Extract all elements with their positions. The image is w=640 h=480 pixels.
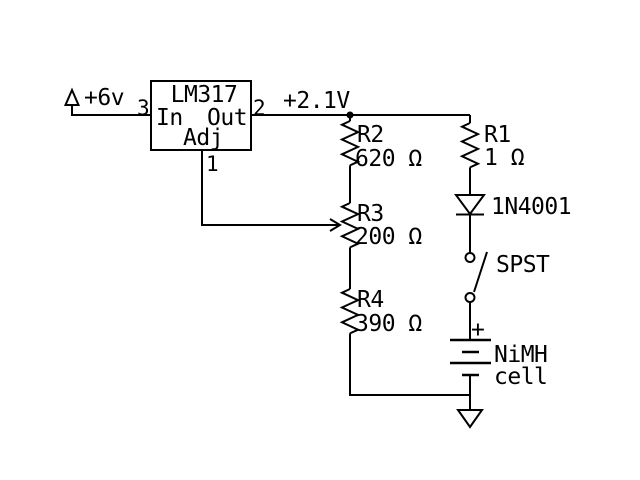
pin-number-2: 2 — [253, 96, 265, 120]
switch-label: SPST — [496, 252, 550, 278]
resistor-r4-symbol — [339, 288, 361, 335]
wire-bottom-rail — [349, 333, 470, 396]
diode-symbol — [454, 194, 486, 216]
resistor-r2-symbol — [339, 120, 361, 167]
divider-branch: R2 620 Ω R3 200 Ω R4 390 Ω — [339, 115, 470, 396]
resistor-r1-value: 1 Ω — [484, 145, 525, 171]
regulator-pin-in-label: In — [156, 105, 183, 131]
resistor-r3-symbol — [339, 202, 361, 249]
load-branch: R1 1 Ω 1N4001 SPST + NiMH cell — [450, 115, 572, 429]
switch-contact-top — [464, 252, 476, 263]
input-voltage-label: +6v — [84, 85, 124, 111]
output-rail: +2.1V — [251, 88, 470, 119]
battery-label-line1: NiMH — [494, 342, 547, 368]
battery-label-line2: cell — [494, 364, 547, 390]
switch-contact-bottom — [464, 292, 476, 303]
resistor-r3-name: R3 — [357, 201, 384, 227]
ground-symbol — [456, 409, 484, 429]
resistor-r1-name: R1 — [484, 122, 511, 148]
resistor-r2-value: 620 Ω — [355, 146, 422, 172]
adj-feedback — [201, 150, 342, 232]
resistor-r3-value: 200 Ω — [355, 224, 422, 250]
input-arrow-up-icon — [63, 87, 81, 106]
input-wire — [71, 105, 151, 116]
diode-label: 1N4001 — [491, 194, 571, 220]
pin-number-1: 1 — [206, 152, 218, 176]
resistor-r2-name: R2 — [357, 122, 384, 148]
resistor-r1-symbol — [459, 122, 481, 169]
regulator-lm317: LM317 In Out Adj 3 2 1 — [137, 80, 266, 176]
pin-number-3: 3 — [137, 96, 149, 120]
regulator-pin-adj-label: Adj — [183, 125, 223, 151]
resistor-r4-value: 390 Ω — [355, 311, 422, 337]
battery-plus-label: + — [471, 317, 484, 343]
input-source: +6v — [63, 85, 151, 116]
adj-wire — [201, 150, 338, 226]
output-voltage-label: +2.1V — [283, 88, 350, 114]
switch-lever — [473, 251, 488, 293]
regulator-pin-out-label: Out — [207, 105, 247, 131]
regulator-part-label: LM317 — [171, 82, 238, 108]
wiper-arrow-icon — [329, 218, 342, 232]
resistor-r4-name: R4 — [357, 287, 384, 313]
